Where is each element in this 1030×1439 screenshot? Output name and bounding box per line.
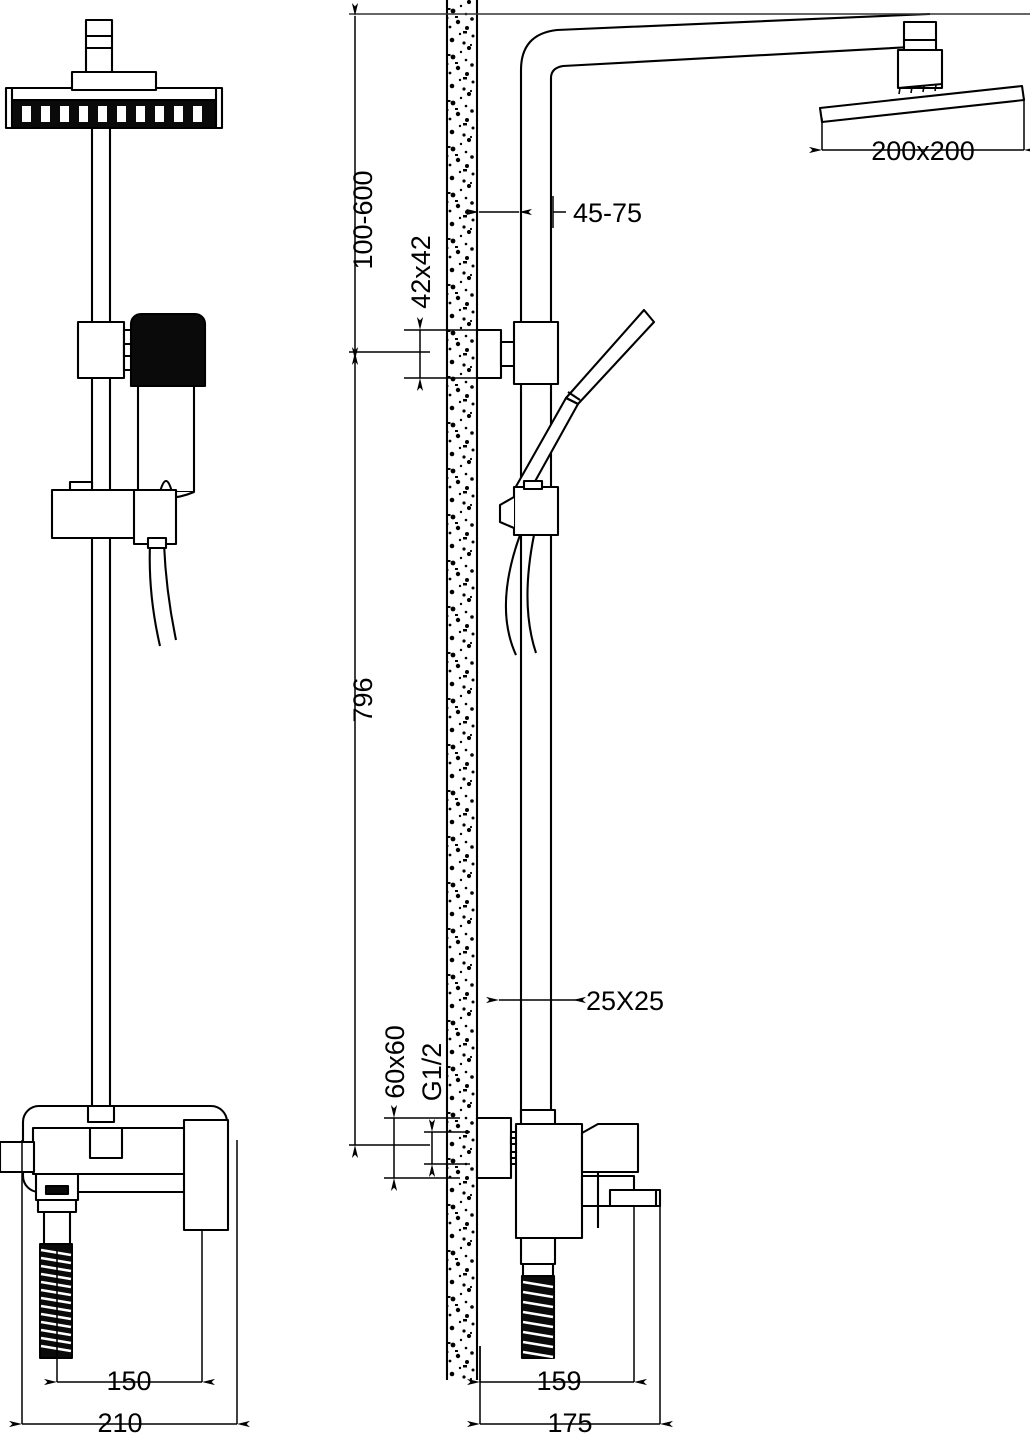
wall-section-hatch xyxy=(445,0,479,1380)
dim-label-escutcheon-size: 60x60 xyxy=(380,1025,410,1099)
dim-total-projection xyxy=(467,1206,673,1428)
dim-label-riser-offset: 45-75 xyxy=(573,198,642,228)
slide-bracket-side xyxy=(498,479,560,537)
dim-bracket-size xyxy=(404,317,480,391)
dimension-layer xyxy=(9,3,1030,1428)
dim-label-riser-height: 796 xyxy=(348,677,378,722)
flexible-hose-side-upper xyxy=(504,534,537,656)
dim-label-height-range: 100-600 xyxy=(348,170,378,269)
dim-label-rail-size: 25X25 xyxy=(586,986,664,1016)
dim-front-outer-width xyxy=(9,1140,250,1428)
dim-label-total-projection: 175 xyxy=(547,1408,592,1438)
dim-front-inner-width xyxy=(44,1230,215,1386)
dimension-text-layer: 100-600 796 42x42 45-75 200x200 25X25 60… xyxy=(97,136,974,1438)
overhead-shower-head-side xyxy=(818,20,1026,124)
dim-height-range xyxy=(349,3,430,365)
side-view-geometry xyxy=(0,0,1026,1380)
flexible-hose-side-lower xyxy=(520,1274,556,1360)
dim-label-front-outer-width: 210 xyxy=(97,1408,142,1438)
flexible-hose-front xyxy=(39,1243,73,1359)
dim-label-spout-projection: 159 xyxy=(536,1366,581,1396)
hand-shower-front xyxy=(129,312,207,500)
dim-label-front-inner-width: 150 xyxy=(106,1366,151,1396)
dim-label-thread: G1/2 xyxy=(417,1043,447,1102)
mixer-front xyxy=(21,1104,230,1359)
curved-shower-arm xyxy=(519,12,931,360)
front-view-geometry xyxy=(4,18,230,1359)
hose-holder-front xyxy=(50,480,178,647)
hand-shower-side xyxy=(512,308,656,496)
dim-riser-height xyxy=(349,347,430,1158)
dim-riser-offset xyxy=(466,196,566,228)
slide-bracket-front xyxy=(76,320,134,380)
mixer-side xyxy=(0,1108,662,1360)
overhead-shower-head-front xyxy=(4,18,224,130)
wall-bracket-side xyxy=(475,320,560,386)
dim-label-head-size: 200x200 xyxy=(871,136,975,166)
dim-label-bracket-size: 42x42 xyxy=(406,235,436,309)
dim-thread-size xyxy=(424,1119,470,1177)
dim-escutcheon-size xyxy=(384,1105,460,1191)
dim-head-size xyxy=(809,98,1030,154)
